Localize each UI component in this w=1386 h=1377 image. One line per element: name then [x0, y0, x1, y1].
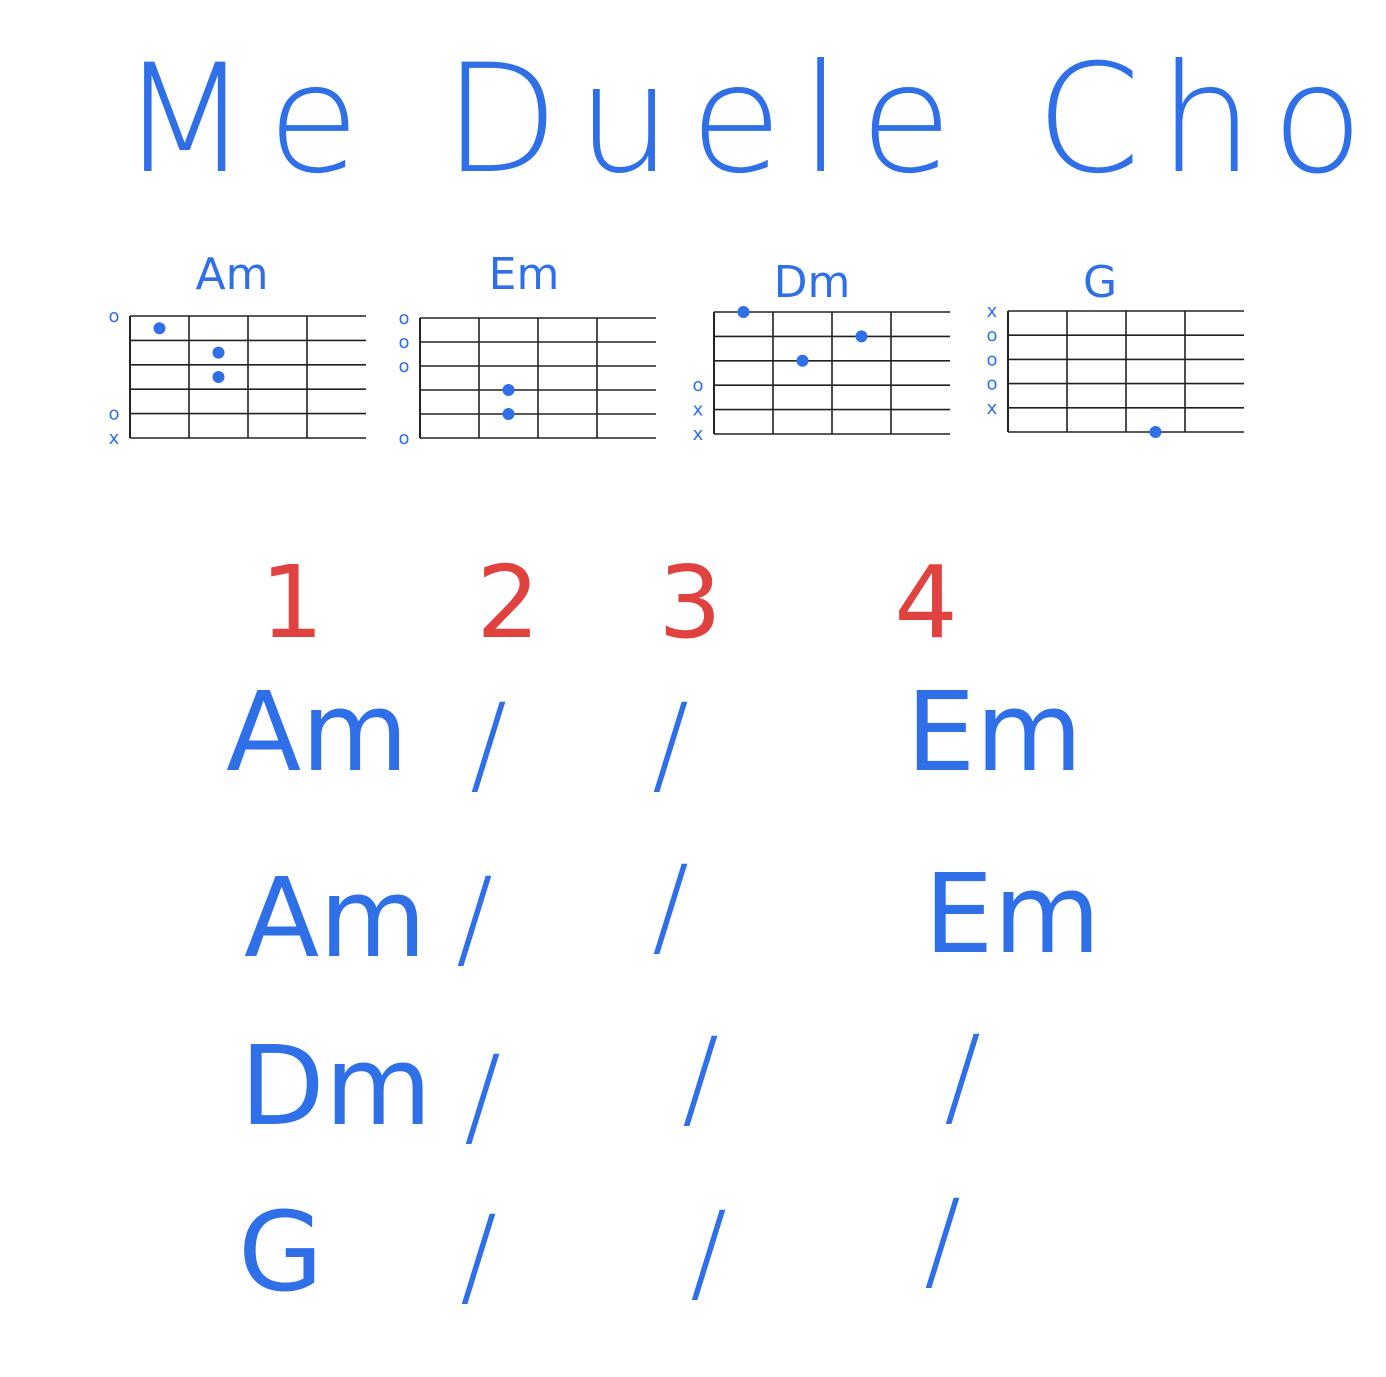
progression-slash: /	[652, 680, 690, 808]
muted-string-marker: x	[693, 400, 704, 421]
progression-chord: Dm	[240, 1022, 432, 1150]
open-string-marker: o	[398, 308, 409, 329]
progression-slash: /	[944, 1012, 982, 1140]
finger-dot	[737, 306, 750, 318]
open-string-marker: o	[108, 306, 119, 327]
open-string-marker: o	[398, 332, 409, 353]
muted-string-marker: x	[987, 398, 998, 419]
chord-diagram-label-am: Am	[195, 249, 269, 300]
open-string-marker: o	[692, 375, 703, 396]
progression-chord: G	[238, 1188, 324, 1316]
beat-number-4: 4	[894, 544, 958, 661]
open-string-marker: o	[398, 356, 409, 377]
open-string-marker: o	[986, 349, 997, 370]
finger-dot	[796, 354, 809, 367]
finger-dot	[502, 408, 515, 420]
progression-slash: /	[924, 1176, 962, 1304]
progression-chord: Am	[244, 854, 427, 982]
finger-dot	[502, 384, 515, 396]
progression-slash: /	[460, 1192, 498, 1320]
progression-slash: /	[690, 1188, 728, 1316]
muted-string-marker: x	[693, 424, 704, 445]
finger-dot	[212, 346, 225, 359]
beat-number-3: 3	[658, 544, 722, 661]
chord-diagram-label-em: Em	[488, 249, 560, 300]
progression-slash: /	[682, 1014, 720, 1142]
progression-slash: /	[470, 680, 508, 808]
open-string-marker: o	[108, 404, 119, 425]
chord-diagram-label-dm: Dm	[773, 257, 851, 308]
muted-string-marker: x	[109, 428, 120, 449]
finger-dot	[1149, 426, 1162, 438]
open-string-marker: o	[986, 325, 997, 346]
beat-number-1: 1	[260, 544, 324, 661]
muted-string-marker: x	[987, 301, 998, 322]
open-string-marker: o	[398, 428, 409, 449]
finger-dot	[153, 322, 166, 335]
chord-diagram-label-g: G	[1082, 257, 1118, 308]
finger-dot	[212, 371, 225, 383]
finger-dot	[855, 330, 868, 343]
open-string-marker: o	[986, 374, 997, 395]
progression-chord: Am	[226, 668, 409, 796]
progression-slash: /	[456, 854, 494, 982]
progression-slash: /	[464, 1032, 502, 1160]
progression-slash: /	[652, 842, 690, 970]
page-title: Me Duele Chords	[120, 33, 1386, 207]
beat-number-2: 2	[476, 544, 540, 661]
progression-chord: Em	[906, 668, 1083, 796]
progression-chord: Em	[924, 850, 1101, 978]
